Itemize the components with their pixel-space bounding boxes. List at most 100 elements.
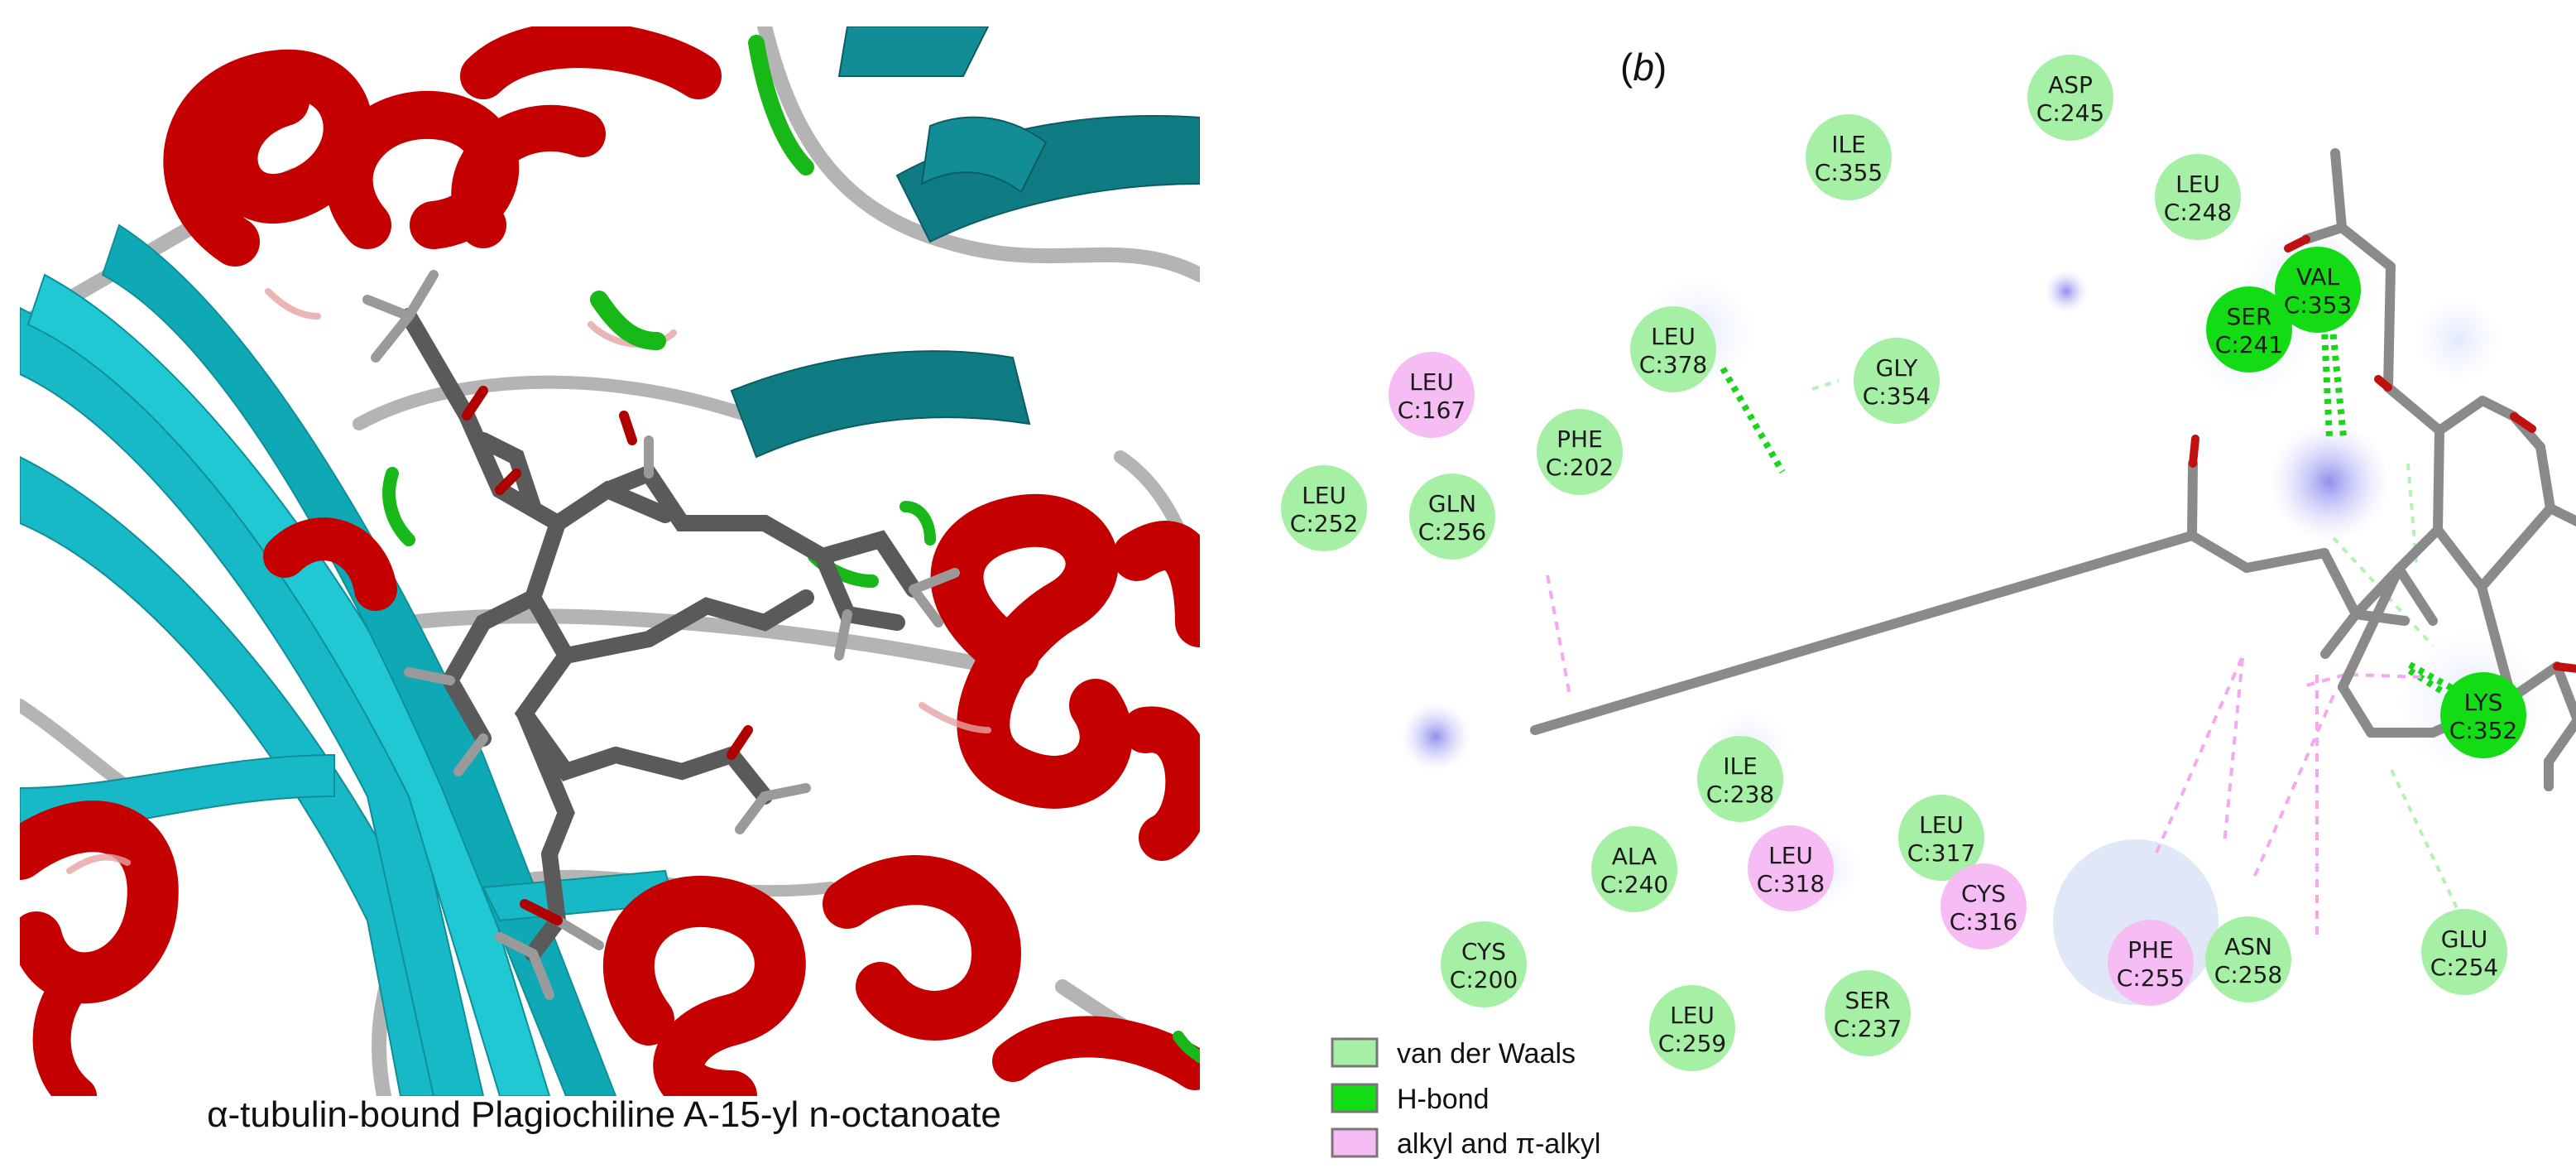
turn-segment (899, 501, 936, 546)
residue-disc (1898, 795, 1984, 881)
residue-disc (2027, 55, 2113, 141)
legend-swatch-vdw (1331, 1037, 1379, 1068)
residue-name: GLY (1876, 354, 1919, 382)
residue-name: SER (1845, 987, 1891, 1014)
residue-name: PHE (1557, 425, 1603, 453)
residue-chain-id: C:248 (2164, 199, 2232, 226)
residue-name: LEU (1919, 811, 1964, 839)
residue-name: GLU (2441, 925, 2487, 953)
residue-chain-id: C:378 (1639, 351, 1707, 378)
residue-name: PHE (2127, 936, 2174, 964)
coil-segment (353, 375, 755, 430)
residue-disc (2205, 916, 2291, 1002)
turn-segment (1173, 1031, 1200, 1063)
turn-segment (382, 467, 415, 546)
residue-chain-id: C:167 (1398, 397, 1465, 424)
residue-chain-id: C:254 (2430, 954, 2498, 981)
residue-name: CYS (1461, 938, 1506, 965)
residue-chain-id: C:256 (1418, 518, 1486, 546)
residue-disc (1389, 352, 1475, 438)
residue-name: CYS (1961, 880, 2006, 907)
residue-name: LEU (2175, 171, 2220, 198)
legend-item-vdw: van der Waals (1331, 1037, 1576, 1070)
residue-disc (2155, 154, 2241, 240)
residue-disc (1748, 825, 1834, 911)
residue-disc (1697, 736, 1783, 822)
residue-chain-id: C:316 (1950, 908, 2017, 935)
residue-disc (2440, 672, 2526, 758)
legend-label-alkyl: alkyl and π-alkyl (1397, 1128, 1600, 1160)
residue-disc (1591, 826, 1677, 912)
residue-name: LEU (1670, 1002, 1715, 1029)
panel-b-letter: b (1633, 46, 1654, 89)
coil-segment (757, 26, 1200, 282)
residue-name: ILE (1723, 752, 1758, 780)
residue-disc (1630, 306, 1716, 392)
legend-item-alkyl: alkyl and π-alkyl (1331, 1127, 1600, 1160)
legend-swatch-hbond (1331, 1083, 1379, 1113)
residue-chain-id: C:200 (1450, 966, 1518, 993)
turn-segment (590, 291, 666, 350)
residue-chain-id: C:252 (1290, 510, 1358, 537)
residue-chain-id: C:245 (2036, 99, 2104, 127)
residue-disc (1940, 863, 2027, 949)
residue-name: LEU (1768, 842, 1813, 869)
residue-chain-id: C:355 (1815, 159, 1883, 186)
alpha-helix-left (20, 517, 397, 1096)
alpha-helix-bottom (602, 855, 1200, 1096)
ligand-stick-model (362, 270, 960, 1000)
residue-name: GLN (1428, 490, 1476, 517)
residue-chain-id: C:238 (1706, 781, 1774, 808)
residue-disc (1281, 465, 1367, 551)
legend-item-hbond: H-bond (1331, 1083, 1489, 1115)
alpha-helix-right (930, 493, 1200, 861)
residue-name: VAL (2296, 263, 2340, 291)
interaction-legend: van der Waals H-bond alkyl and π-alkyl (1331, 1037, 1600, 1160)
legend-label-vdw: van der Waals (1397, 1038, 1576, 1070)
residue-chain-id: C:202 (1546, 454, 1614, 481)
residue-disc (1649, 985, 1735, 1071)
turn-segment (748, 35, 814, 175)
residue-name: ASN (2224, 933, 2272, 960)
residue-chain-id: C:354 (1863, 382, 1931, 410)
protein-ribbon-render (20, 26, 1200, 1096)
residue-disc (1537, 409, 1623, 495)
legend-label-hbond: H-bond (1397, 1084, 1489, 1115)
residue-chain-id: C:255 (2117, 964, 2185, 992)
residue-name: ILE (1831, 131, 1866, 158)
residue-disc (1409, 474, 1495, 560)
beta-sheet-upper-right (730, 26, 1200, 459)
residue-chain-id: C:258 (2214, 961, 2282, 988)
residue-chain-id: C:353 (2284, 291, 2352, 319)
residue-name: ASP (2048, 71, 2093, 99)
residue-name: LEU (1651, 323, 1696, 350)
panel-b-label: (b) (1620, 46, 1667, 89)
residue-disc (2206, 286, 2292, 373)
residue-chain-id: C:352 (2449, 717, 2517, 744)
ligand-2d-structure (1530, 148, 2576, 791)
alkyl-lines (1546, 451, 2425, 935)
residue-disc (2108, 920, 2194, 1006)
residue-chain-id: C:237 (1834, 1015, 1902, 1042)
residue-name: LEU (1302, 482, 1346, 509)
residue-disc (2421, 909, 2507, 995)
